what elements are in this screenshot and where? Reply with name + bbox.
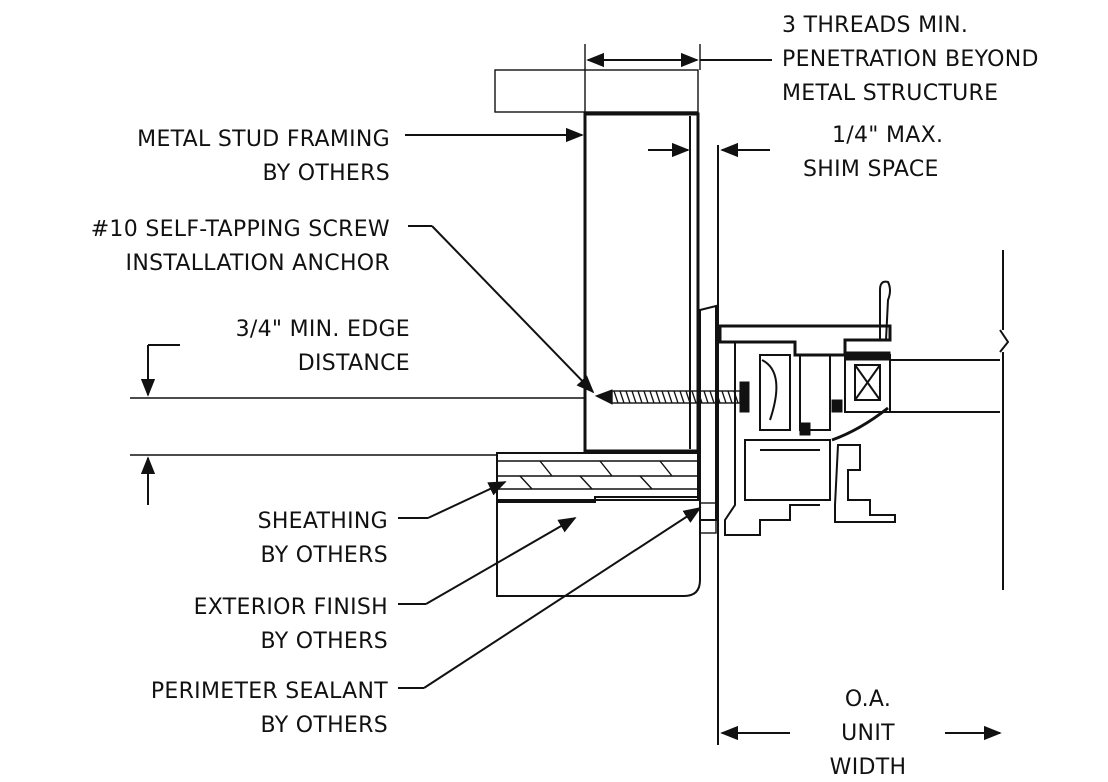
screw-label-2: INSTALLATION ANCHOR [126,251,390,276]
sheathing-label-2: BY OTHERS [261,543,388,568]
exterior-finish [496,496,701,597]
edge-label-1: 3/4" MIN. EDGE [236,317,410,342]
stud-label-1: METAL STUD FRAMING [137,127,390,152]
sheathing-layer [496,452,699,501]
screw-label-1: #10 SELF-TAPPING SCREW [91,217,390,242]
shim-label-1: 1/4" MAX. [832,123,943,148]
sealant-label-2: BY OTHERS [261,713,388,738]
exterior-leader [425,517,577,605]
edge-label-2: DISTANCE [298,351,410,376]
window-frame-profile [718,250,1010,590]
threads-label-3: METAL STRUCTURE [782,81,998,106]
metal-stud [583,112,700,453]
sealant-leader [423,507,702,689]
exterior-label-2: BY OTHERS [261,629,388,654]
threads-label-1: 3 THREADS MIN. [782,13,968,38]
width-label-3: WIDTH [830,755,907,780]
threads-label-2: PENETRATION BEYOND [782,47,1039,72]
width-label-1: O.A. [845,687,891,712]
sealant-label-1: PERIMETER SEALANT [151,679,388,704]
sheathing-leader [427,481,507,519]
self-tapping-screw [594,381,750,413]
shim-label-2: SHIM SPACE [803,157,939,182]
shim [699,304,717,521]
stud-label-2: BY OTHERS [263,161,390,186]
width-label-2: UNIT [841,721,895,746]
screw-leader [431,225,595,394]
top-finish-layer [494,69,699,113]
exterior-label-1: EXTERIOR FINISH [194,595,388,620]
sheathing-label-1: SHEATHING [258,509,388,534]
perimeter-sealant [699,502,717,534]
